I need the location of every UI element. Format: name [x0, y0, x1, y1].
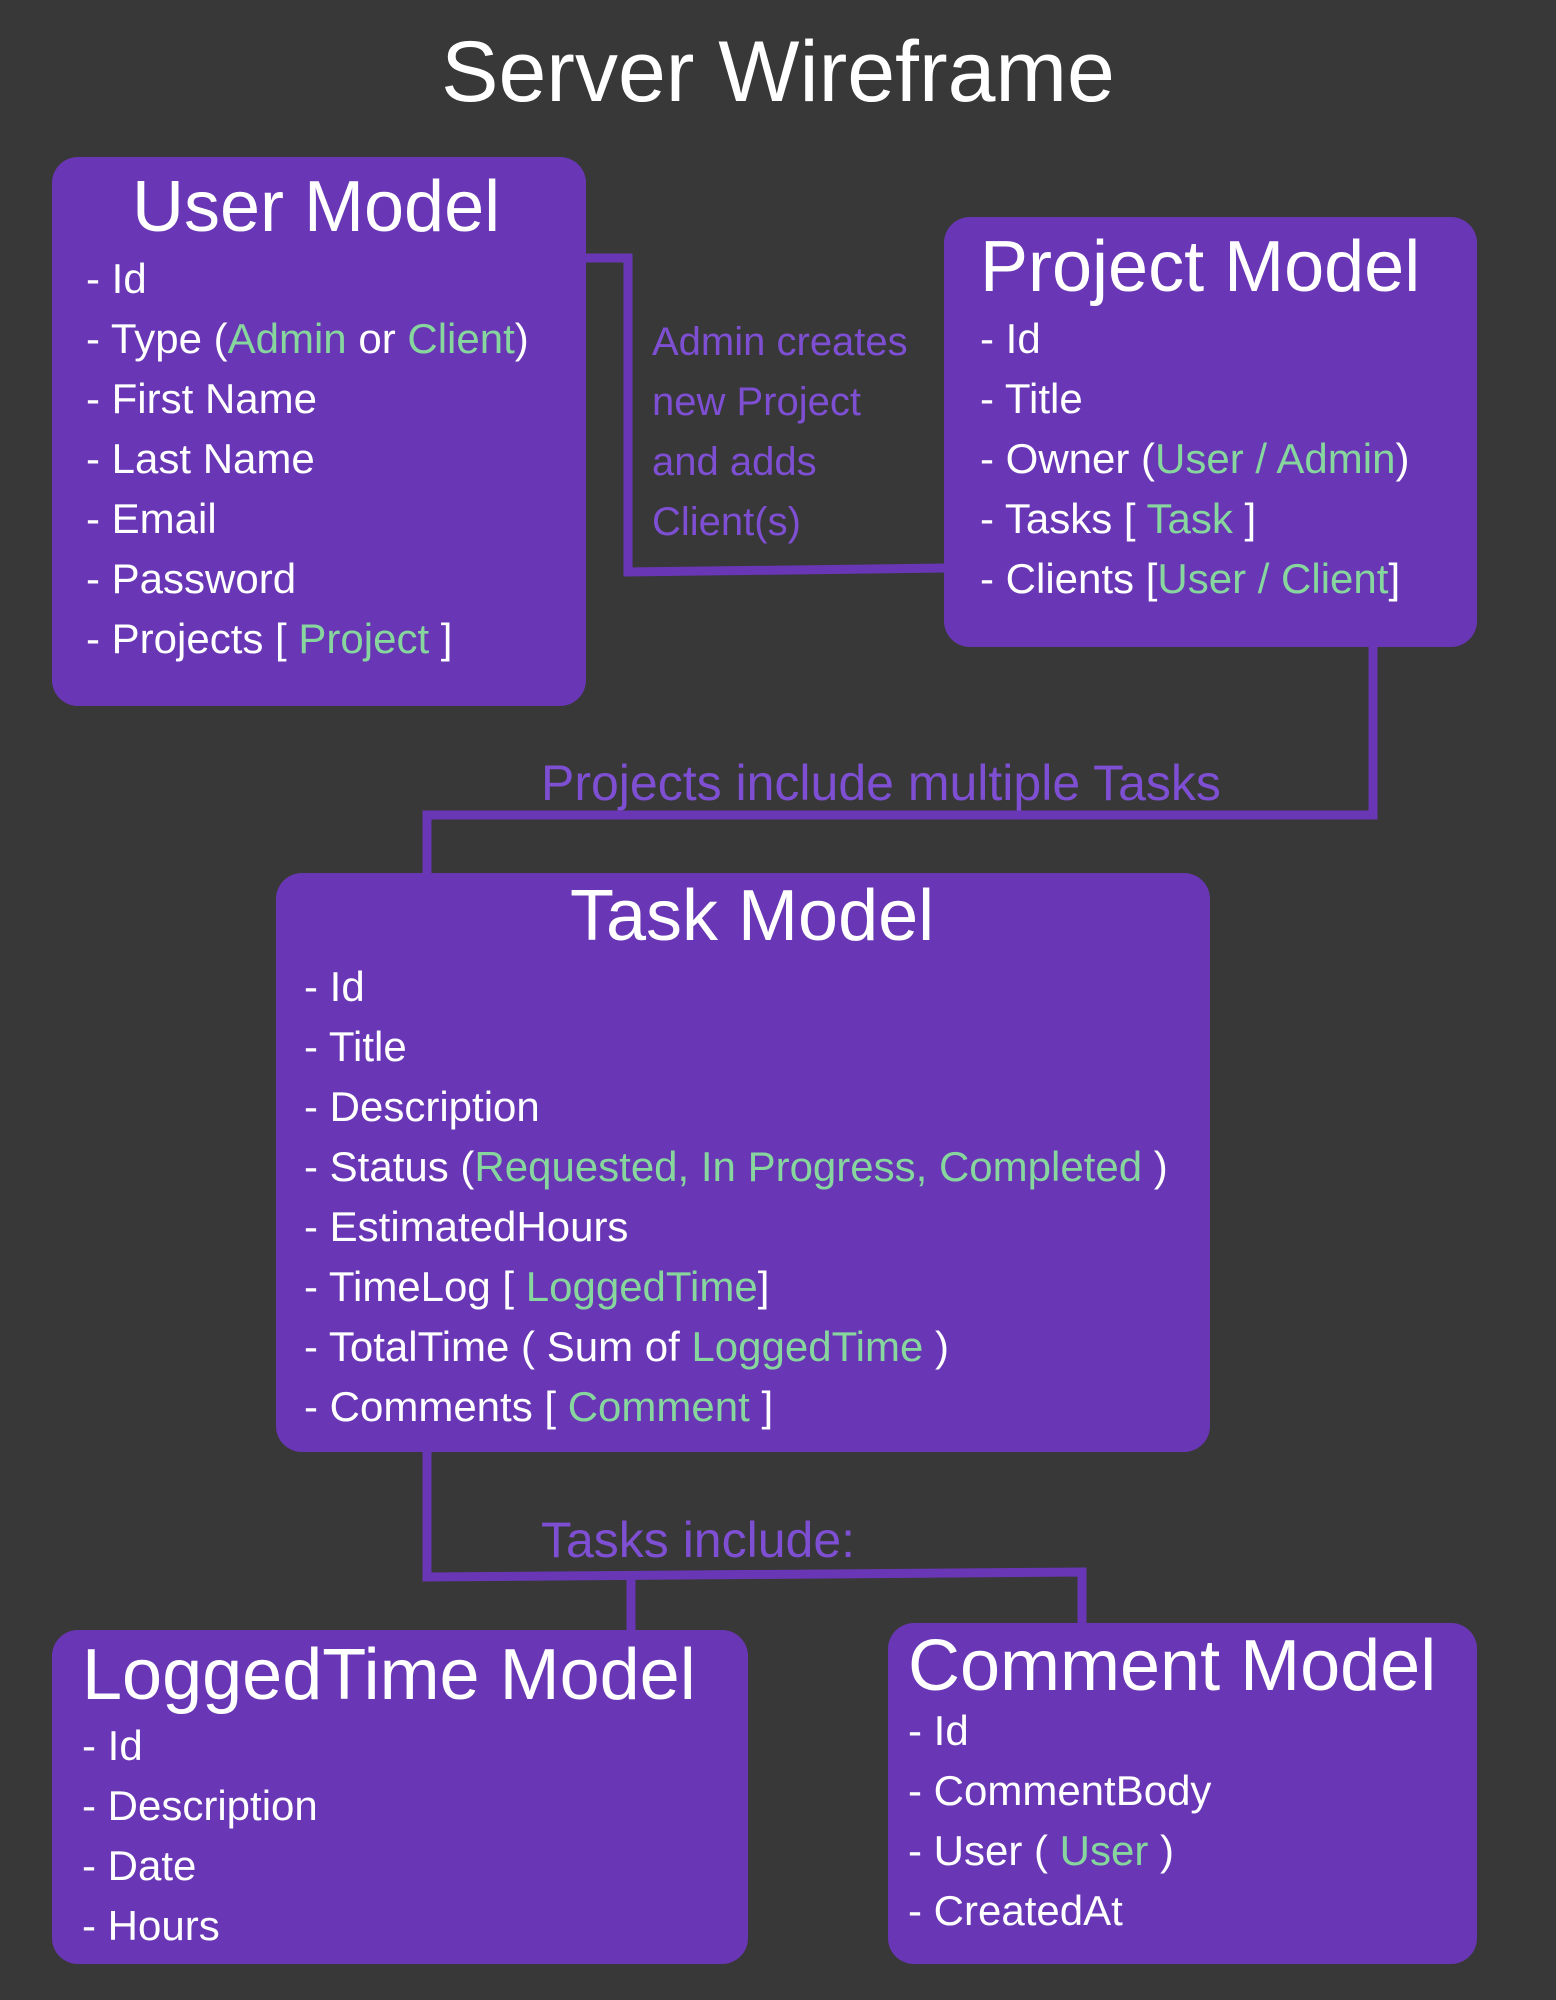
comment-field-body: - CommentBody [908, 1767, 1212, 1814]
loggedtime-model-box: LoggedTime Model - Id - Description - Da… [52, 1630, 748, 1964]
user-project-connector [586, 253, 947, 577]
task-field-estimated-hours: - EstimatedHours [304, 1203, 629, 1250]
task-field-description: - Description [304, 1083, 540, 1130]
loggedtime-field-hours: - Hours [82, 1902, 220, 1949]
project-field-owner: - Owner (User / Admin) [980, 435, 1410, 482]
task-field-id: - Id [304, 963, 365, 1010]
tasks-include-label: Tasks include: [541, 1512, 856, 1568]
user-field-last-name: - Last Name [86, 435, 315, 482]
project-owner-ref: User / Admin [1155, 435, 1396, 482]
task-field-timelog: - TimeLog [ LoggedTime] [304, 1263, 770, 1310]
project-model-title: Project Model [980, 227, 1421, 307]
comment-field-created-at: - CreatedAt [908, 1887, 1123, 1934]
loggedtime-model-title: LoggedTime Model [82, 1635, 696, 1715]
project-field-tasks: - Tasks [ Task ] [980, 495, 1257, 542]
user-field-first-name: - First Name [86, 375, 317, 422]
comment-field-id: - Id [908, 1707, 969, 1754]
project-field-id: - Id [980, 315, 1041, 362]
user-type-admin-ref: Admin [227, 315, 347, 362]
page-title: Server Wireframe [441, 24, 1115, 120]
project-model-box: Project Model - Id - Title - Owner (User… [944, 217, 1477, 647]
user-field-id: - Id [86, 255, 147, 302]
user-field-email: - Email [86, 495, 217, 542]
user-model-title: User Model [132, 167, 501, 247]
project-tasks-ref: Task [1146, 495, 1233, 542]
projects-include-label: Projects include multiple Tasks [541, 755, 1221, 811]
user-projects-ref: Project [298, 615, 430, 662]
task-field-title: - Title [304, 1023, 407, 1070]
task-status-ref: Requested, In Progress, Completed [474, 1143, 1143, 1190]
task-field-comments: - Comments [ Comment ] [304, 1383, 774, 1430]
project-clients-ref: User / Client [1157, 555, 1389, 602]
comment-user-ref: User [1059, 1827, 1149, 1874]
task-timelog-ref: LoggedTime [525, 1263, 758, 1310]
project-field-clients: - Clients [User / Client] [980, 555, 1401, 602]
user-model-box: User Model - Id - Type (Admin or Client)… [52, 157, 586, 706]
task-model-title: Task Model [570, 876, 935, 956]
loggedtime-field-id: - Id [82, 1722, 143, 1769]
loggedtime-field-description: - Description [82, 1782, 318, 1829]
comment-model-title: Comment Model [908, 1626, 1437, 1706]
loggedtime-field-date: - Date [82, 1842, 197, 1889]
task-field-status: - Status (Requested, In Progress, Comple… [304, 1143, 1168, 1190]
project-field-title: - Title [980, 375, 1083, 422]
comment-model-box: Comment Model - Id - CommentBody - User … [888, 1623, 1477, 1964]
project-task-connector [422, 645, 1378, 875]
task-children-connector [422, 1452, 1087, 1625]
admin-creates-note: Admin creates new Project and adds Clien… [652, 320, 908, 544]
task-field-totaltime: - TotalTime ( Sum of LoggedTime ) [304, 1323, 950, 1370]
user-field-projects: - Projects [ Project ] [86, 615, 453, 662]
user-type-client-ref: Client [407, 315, 515, 362]
comment-field-user: - User ( User ) [908, 1827, 1175, 1874]
task-comments-ref: Comment [567, 1383, 750, 1430]
task-totaltime-ref: LoggedTime [691, 1323, 924, 1370]
user-field-password: - Password [86, 555, 297, 602]
task-model-box: Task Model - Id - Title - Description - … [276, 873, 1210, 1452]
user-field-type: - Type (Admin or Client) [86, 315, 529, 362]
